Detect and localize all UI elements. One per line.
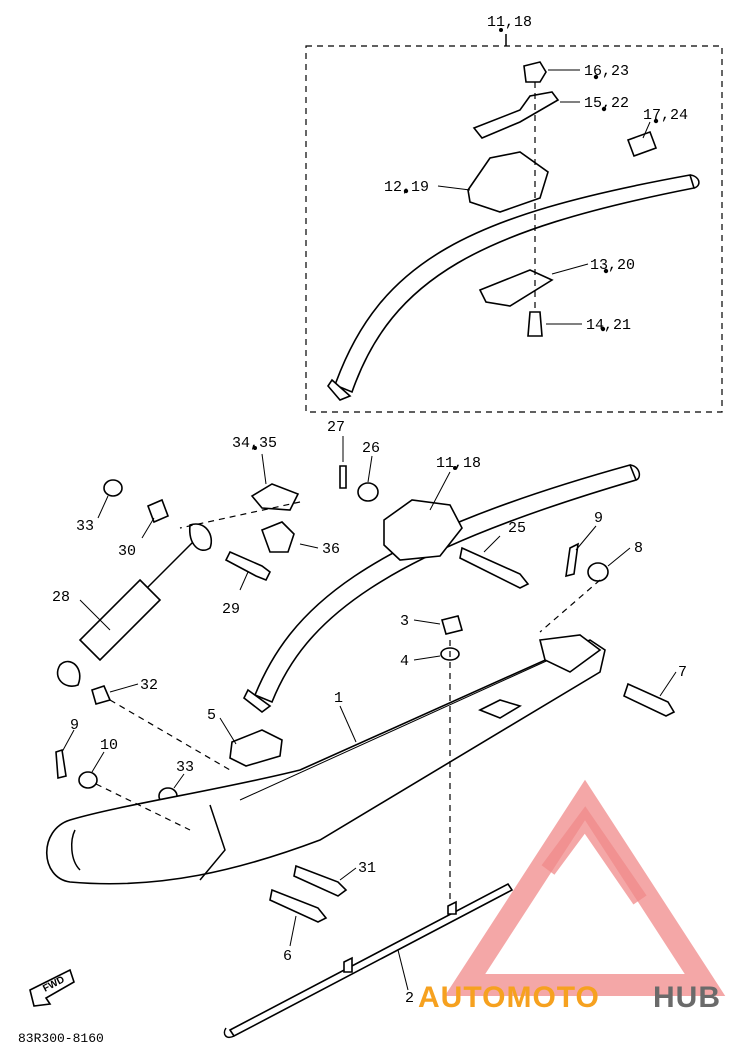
bolt-31 [293,864,348,897]
bolt-25 [459,546,530,589]
bushing-17-24 [626,130,658,158]
bracket-11-18-mid [383,499,463,561]
callout-36: 36 [322,541,340,558]
callout-4: 4 [400,653,409,670]
axis-line-nut-8 [539,579,601,633]
axis-line-shock [179,501,301,529]
callout-26: 26 [362,440,380,457]
callout-33-top: 33 [76,518,94,535]
watermark-hub: HUB [653,981,721,1014]
bolt-7 [623,682,676,717]
cotter-pin-9-left [55,748,67,780]
callout-2: 2 [405,990,414,1007]
watermark-inner-stroke [541,806,647,905]
bracket-12-19 [467,151,549,213]
callout-5: 5 [207,707,216,724]
callout-11-18-mid: 11,18 [436,455,481,472]
callout-14-21: 14,21 [586,317,631,334]
callout-9-right: 9 [594,510,603,527]
catalog-code: 83R300-8160 [18,1031,104,1046]
nut-3 [441,615,463,635]
bracket-5 [229,729,283,767]
callout-16-23: 16,23 [584,63,629,80]
nut-26 [357,482,379,502]
watermark-triangle [444,779,726,996]
callout-6: 6 [283,948,292,965]
leader-lines [61,28,677,991]
callout-32: 32 [140,677,158,694]
bushing-33-top [103,479,123,497]
callout-3: 3 [400,613,409,630]
callout-15-22: 15,22 [584,95,629,112]
nut-16-23 [523,61,547,83]
ski-body [46,634,606,885]
callout-8: 8 [634,540,643,557]
nut-8 [587,562,609,582]
callout-17-24: 17,24 [643,107,688,124]
callout-11-18-top: 11,18 [487,14,532,31]
callout-13-20: 13,20 [590,257,635,274]
callout-25: 25 [508,520,526,537]
upper-leaf-spring [326,174,700,401]
bolt-14-21 [527,311,543,337]
forward-arrow-icon: FWD [29,968,75,1007]
callout-7: 7 [678,664,687,681]
collar-30 [146,498,170,524]
callout-29: 29 [222,601,240,618]
runner-bar [223,882,514,1039]
callout-31: 31 [358,860,376,877]
callout-27: 27 [327,419,345,436]
bracket-34-35 [250,483,300,511]
callout-34-35: 34,35 [232,435,277,452]
clamp-15-22 [472,91,560,139]
pin-27 [339,465,347,489]
callout-30: 30 [118,543,136,560]
callout-28: 28 [52,589,70,606]
callout-1: 1 [334,690,343,707]
collar-32 [91,685,112,705]
watermark-automoto: AUTOMOTO [418,981,600,1014]
callout-33-low: 33 [176,759,194,776]
kit-dashed-box [305,45,723,413]
axis-line-collar-32 [109,699,231,771]
cap-36 [260,521,295,553]
bolt-29 [224,550,272,582]
plate-13-20 [478,269,554,307]
callout-12-19: 12,19 [384,179,429,196]
callout-10: 10 [100,737,118,754]
nut-10 [78,771,98,789]
callout-9-left: 9 [70,717,79,734]
bolt-6 [269,888,328,923]
lower-leaf-spring [242,464,641,714]
watermark-logo: AUTOMOTO HUB [418,779,726,1014]
callout-labels: 11,18 16,23 15,22 17,24 12,19 13,20 14,2… [52,14,688,1007]
cotter-pin-9-right [565,542,579,578]
